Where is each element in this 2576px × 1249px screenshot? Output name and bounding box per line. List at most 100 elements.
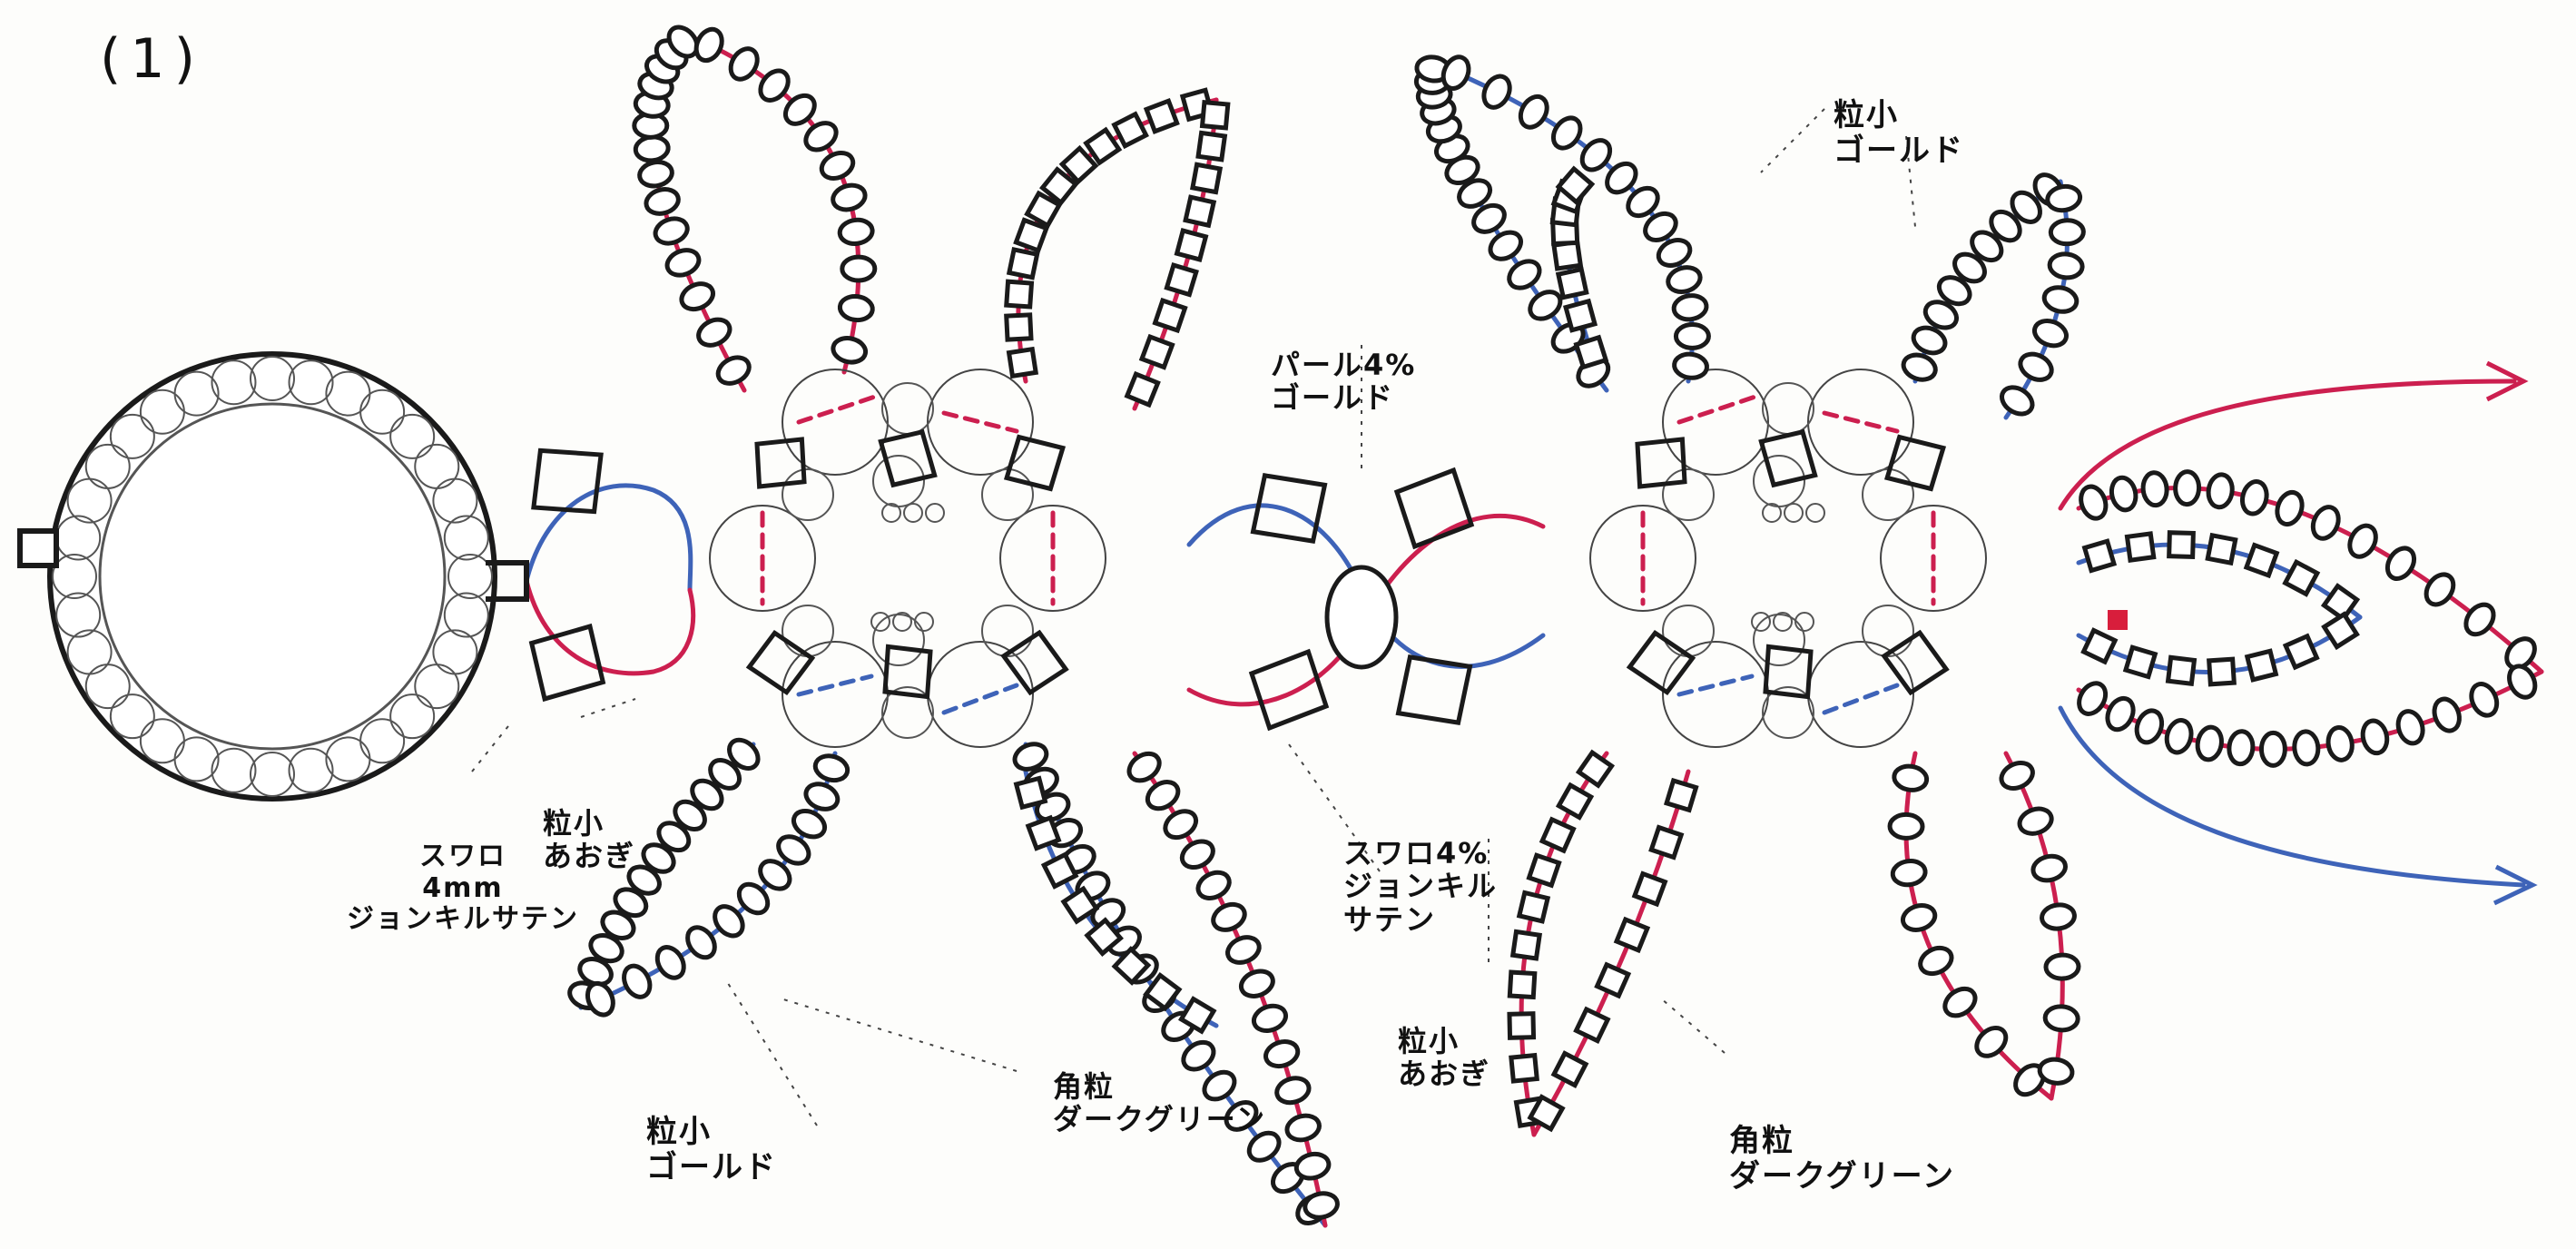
round-bead (904, 504, 922, 522)
label-cube-dark-green-a: 角粒ダークグリーン (1053, 1003, 1266, 1170)
label-small-bead-gold-b: 粒小ゴールド (1834, 27, 1964, 204)
cube-bead (1542, 820, 1573, 851)
seed-bead (725, 44, 762, 84)
seed-bead (1548, 113, 1586, 152)
cube-bead (1509, 972, 1534, 997)
cube-bead (1198, 133, 1224, 159)
seed-bead (1124, 748, 1164, 786)
seed-bead (2042, 284, 2079, 314)
seed-bead (2132, 707, 2166, 746)
cube-bead (1146, 101, 1177, 132)
cube-bead (2286, 562, 2317, 594)
cube-bead (1193, 164, 1220, 192)
swarovski-bead (1637, 439, 1685, 487)
seed-bead (2345, 521, 2381, 561)
seed-bead (2195, 725, 2224, 762)
swarovski-bead (1395, 469, 1473, 547)
cube-bead (1142, 337, 1172, 367)
cube-bead (1185, 197, 1214, 225)
seed-bead (2461, 599, 2500, 639)
seed-bead (2030, 853, 2068, 884)
seed-bead (2207, 473, 2235, 508)
seed-bead (1893, 764, 1929, 792)
seed-bead (839, 295, 874, 322)
seed-bead (2261, 733, 2285, 765)
cube-bead (2286, 636, 2316, 667)
seed-bead (2360, 718, 2390, 755)
cube-bead (2126, 647, 2155, 676)
seed-bead (1209, 900, 1249, 935)
cube-bead (2085, 541, 2114, 570)
seed-bead (1143, 777, 1183, 814)
seed-bead (1892, 859, 1927, 887)
cube-bead (1519, 893, 1548, 921)
seed-bead (839, 218, 874, 245)
cube-bead (2127, 534, 2153, 560)
seed-bead (2016, 349, 2056, 385)
cube-bead (2168, 657, 2195, 684)
cube-bead (1009, 349, 1037, 377)
pearl-bead (928, 642, 1033, 747)
thread-path (1824, 413, 1897, 431)
cube-bead (1127, 374, 1158, 405)
cube-bead (1009, 250, 1037, 278)
seed-bead (2467, 680, 2502, 719)
seed-bead (1504, 256, 1544, 293)
cube-bead (1513, 931, 1539, 958)
seed-bead (802, 780, 841, 813)
thread-paths (526, 36, 2542, 1225)
seed-bead (1916, 943, 1956, 979)
swarovski-bead (1250, 651, 1328, 729)
cube-bead (1017, 778, 1046, 807)
cube-bead (1566, 301, 1595, 330)
thread-path (1679, 676, 1752, 694)
round-bead (1754, 615, 1804, 665)
seed-bead (637, 160, 673, 189)
seed-bead (2031, 317, 2070, 350)
swarovski-bead (1761, 644, 1815, 699)
seed-bead (677, 279, 716, 313)
round-bead (873, 615, 924, 665)
cube-bead (1509, 1014, 1534, 1038)
cube-bead (1028, 818, 1058, 848)
clasp-tab (20, 531, 56, 565)
pearl-bead (1808, 369, 1913, 475)
seed-bead (2382, 544, 2419, 584)
cube-bead (2209, 659, 2235, 684)
round-bead (1763, 383, 1814, 434)
seed-bead (2273, 489, 2306, 528)
leader-line (1761, 109, 1824, 172)
seed-bead (1161, 806, 1201, 843)
round-bead (1785, 504, 1803, 522)
seed-bead (1901, 351, 1939, 384)
figure-number: (1) (100, 27, 204, 91)
seed-bead (1284, 1112, 1322, 1143)
seed-bead (1177, 836, 1217, 872)
round-bead (782, 469, 833, 520)
seed-bead (2163, 717, 2195, 755)
round-bead (1663, 469, 1714, 520)
cube-bead (1554, 242, 1580, 269)
cube-bead (1577, 338, 1607, 368)
seed-bead (644, 186, 682, 217)
label-small-bead-green-a: 粒小あおぎ (543, 740, 635, 907)
thread-path (526, 486, 691, 590)
label-small-bead-gold-a: 粒小ゴールド (646, 1044, 777, 1221)
cube-bead (1635, 874, 1665, 904)
thread-path (526, 581, 693, 674)
seed-bead (1224, 933, 1263, 968)
cube-bead (1558, 785, 1590, 817)
cube-bead (2247, 651, 2276, 680)
round-bead (1806, 504, 1824, 522)
round-bead (1763, 504, 1781, 522)
cube-bead (1007, 315, 1031, 339)
seed-bead (2049, 252, 2083, 279)
cube-bead (1651, 828, 1681, 858)
thread-path (944, 685, 1017, 713)
leader-line (781, 998, 1017, 1071)
seed-bead (652, 214, 690, 247)
cube-bead (1203, 103, 1228, 128)
pearl-bead (1808, 642, 1913, 747)
swarovski-bead (530, 625, 604, 699)
